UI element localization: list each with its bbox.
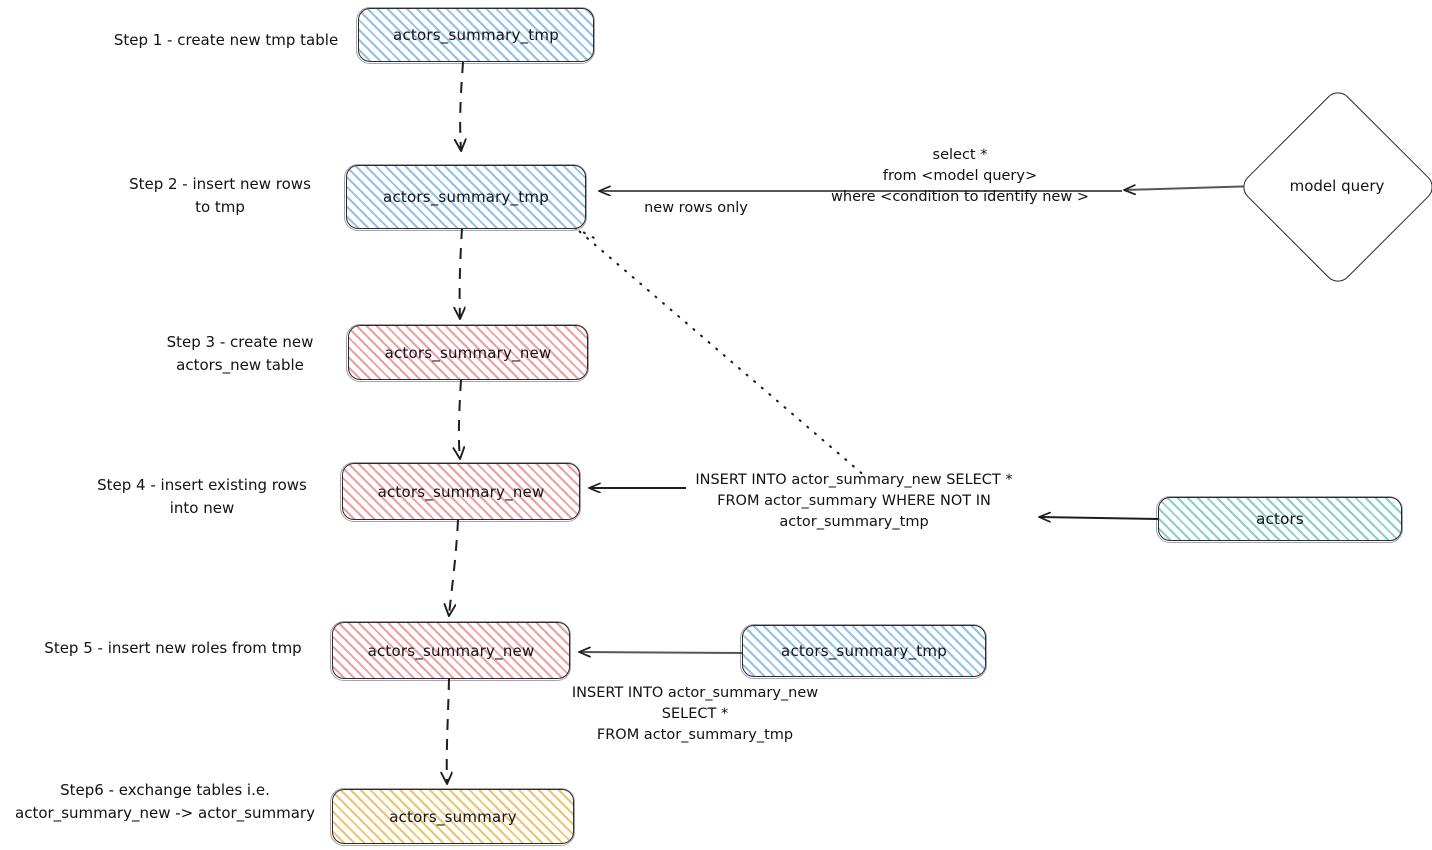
node-actors-summary-step6[interactable]: actors_summary bbox=[330, 788, 575, 846]
edge-actors-to-insert-existing bbox=[1040, 517, 1161, 519]
step-caption-3: Step 3 - create new actors_new table bbox=[166, 333, 314, 374]
edge-step5-to-step6 bbox=[447, 678, 449, 783]
node-label: actors_summary_new bbox=[384, 343, 552, 362]
node-actors[interactable]: actors bbox=[1156, 496, 1403, 543]
node-actors-summary-new-step5[interactable]: actors_summary_new bbox=[330, 621, 571, 681]
node-actors-summary-tmp-step2[interactable]: actors_summary_tmp bbox=[344, 164, 587, 231]
edge-label-insert-existing-sql: INSERT INTO actor_summary_new SELECT * F… bbox=[695, 472, 1013, 531]
node-actors-summary-new-step4[interactable]: actors_summary_new bbox=[340, 462, 581, 522]
edge-label-model-query-sql: select * from <model query> where <condi… bbox=[831, 147, 1089, 206]
node-actors-summary-new-step3[interactable]: actors_summary_new bbox=[346, 324, 589, 382]
edge-label-insert-from-tmp-sql: INSERT INTO actor_summary_new SELECT * F… bbox=[571, 685, 819, 744]
edge-step3-to-step4 bbox=[459, 379, 461, 458]
node-label: actors_summary_new bbox=[367, 641, 535, 660]
edge-step4-to-step5 bbox=[449, 519, 459, 615]
edge-step2-dotted-to-insert-label bbox=[570, 223, 868, 479]
node-actors-summary-tmp-step1[interactable]: actors_summary_tmp bbox=[356, 7, 595, 64]
edge-step1-to-step2 bbox=[460, 61, 463, 150]
node-label: actors bbox=[1256, 510, 1304, 528]
step-caption-5: Step 5 - insert new roles from tmp bbox=[44, 639, 302, 657]
edge-label-new-rows-only: new rows only bbox=[644, 200, 748, 216]
node-label: actors_summary_tmp bbox=[781, 642, 947, 660]
node-model-query-label: model query bbox=[1289, 177, 1385, 195]
node-label: actors_summary_new bbox=[377, 482, 545, 501]
step-caption-1: Step 1 - create new tmp table bbox=[113, 31, 339, 49]
node-label: actors_summary_tmp bbox=[393, 26, 559, 44]
node-actors-summary-tmp-right[interactable]: actors_summary_tmp bbox=[740, 624, 987, 679]
edge-step2-to-step3 bbox=[460, 227, 462, 318]
node-label: actors_summary bbox=[389, 807, 517, 826]
node-label: actors_summary_tmp bbox=[383, 188, 549, 206]
step-caption-2: Step 2 - insert new rows to tmp bbox=[129, 175, 311, 216]
step-caption-4: Step 4 - insert existing rows into new bbox=[97, 476, 307, 517]
step-caption-6: Step6 - exchange tables i.e. actor_summa… bbox=[15, 781, 315, 822]
edge-tmp-to-step5 bbox=[580, 652, 745, 653]
